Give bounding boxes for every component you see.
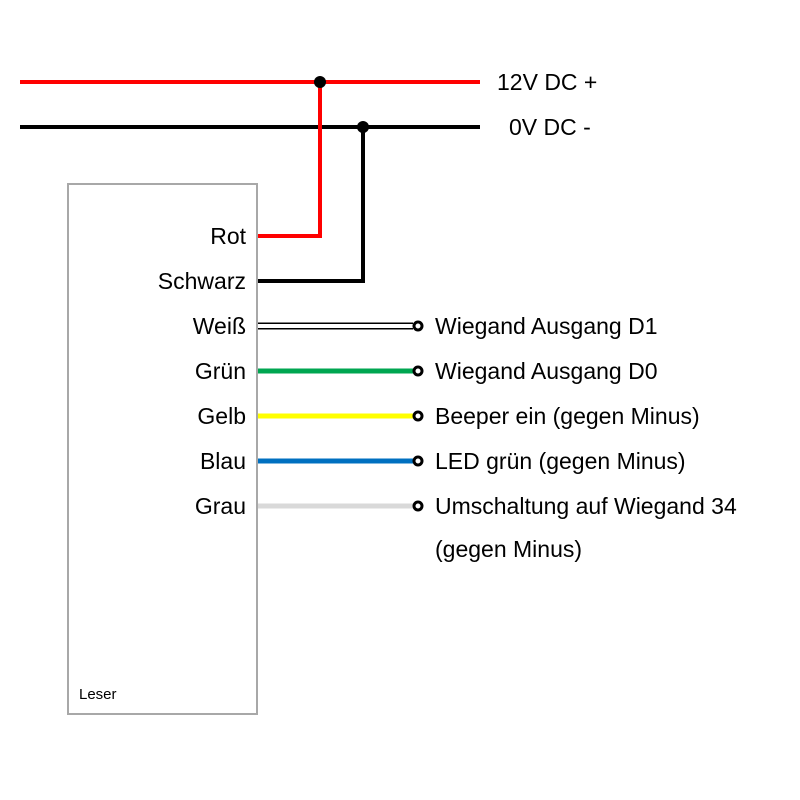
- terminal-dot-blau: [412, 455, 424, 467]
- wire-label-rot: Rot: [210, 223, 246, 249]
- wire-desc-gruen: Wiegand Ausgang D0: [435, 358, 658, 384]
- terminal-dot-weiss: [412, 320, 424, 332]
- bus-label-12v: 12V DC +: [497, 69, 598, 95]
- wire-label-gelb: Gelb: [197, 403, 246, 429]
- terminal-dot-gelb: [412, 410, 424, 422]
- wire-desc-gelb: Beeper ein (gegen Minus): [435, 403, 700, 429]
- terminal-dot-gruen: [412, 365, 424, 377]
- wire-desc-grau: Umschaltung auf Wiegand 34: [435, 493, 737, 519]
- wire-label-grau: Grau: [194, 493, 246, 519]
- bus-label-0v: 0V DC -: [509, 114, 591, 140]
- wire-rot: [258, 82, 322, 238]
- reader-box: Leser: [67, 183, 258, 715]
- junction-dot-12v: [314, 76, 326, 88]
- wire-desc-weiss: Wiegand Ausgang D1: [435, 313, 658, 339]
- reader-label: Leser: [79, 686, 117, 703]
- junction-dot-0v: [357, 121, 369, 133]
- wire-schwarz: [258, 127, 365, 283]
- wire-label-blau: Blau: [199, 448, 246, 474]
- wire-desc-blau: LED grün (gegen Minus): [435, 448, 686, 474]
- wire-desc-grau-line2: (gegen Minus): [435, 536, 583, 562]
- wire-label-weiss: Weiß: [192, 313, 246, 339]
- wire-label-schwarz: Schwarz: [157, 268, 246, 294]
- terminal-dot-grau: [412, 500, 424, 512]
- wire-label-gruen: Grün: [194, 358, 246, 384]
